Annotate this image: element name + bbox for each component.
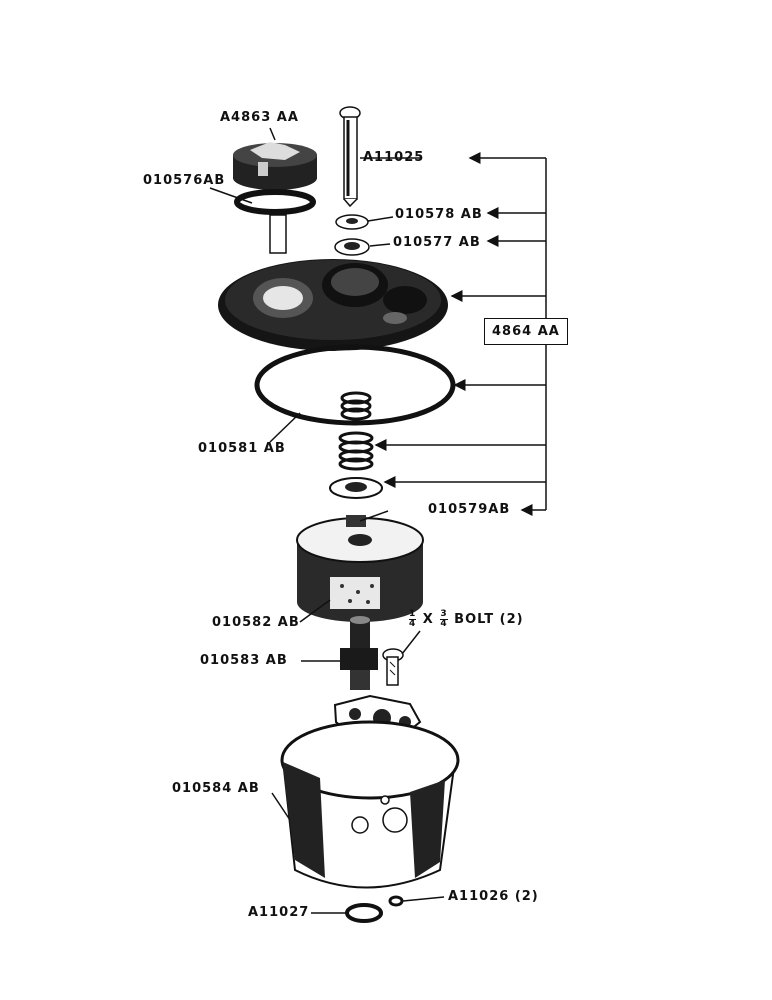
label-a11025: A11025: [363, 150, 425, 165]
part-cover-plate: [218, 259, 448, 351]
part-spring-upper: [340, 391, 372, 421]
part-010584ab-bowl: [280, 720, 460, 889]
part-010576ab-ring: [234, 189, 316, 215]
label-010579ab: 010579AB: [428, 502, 511, 517]
leader-lines: [209, 127, 445, 914]
part-010578ab-washer: [335, 214, 369, 230]
label-a11027: A11027: [248, 905, 310, 920]
label-a4863aa: A4863 AA: [220, 110, 299, 125]
part-bolt: [382, 648, 404, 686]
part-spring-lower: [338, 431, 374, 471]
part-a11025-pin: [339, 106, 361, 208]
part-010577ab-washer: [334, 238, 370, 256]
part-a11026-ring: [388, 895, 404, 907]
part-010582ab-filter: [296, 515, 424, 622]
part-010583ab-fitting: [340, 616, 378, 690]
label-010581ab: 010581 AB: [198, 441, 286, 456]
part-a11027-oring: [345, 903, 383, 923]
label-a11026: A11026 (2): [448, 889, 539, 904]
part-a4863aa: [233, 142, 317, 254]
label-4864aa: 4864 AA: [484, 318, 568, 345]
label-010582ab: 010582 AB: [212, 615, 300, 630]
label-010576ab: 010576AB: [143, 173, 226, 188]
label-010578ab: 010578 AB: [395, 207, 483, 222]
label-010577ab: 010577 AB: [393, 235, 481, 250]
label-010584ab: 010584 AB: [172, 781, 260, 796]
label-010583ab: 010583 AB: [200, 653, 288, 668]
bracket-4864aa: [374, 152, 547, 516]
part-seat-disc: [329, 477, 383, 499]
